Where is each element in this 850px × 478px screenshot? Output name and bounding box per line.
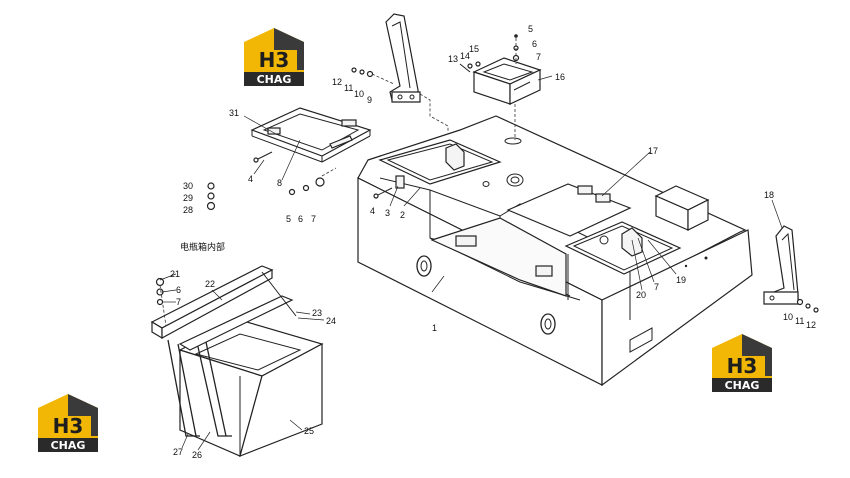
callout-17: 17 <box>648 146 658 156</box>
callout-14: 14 <box>460 51 470 61</box>
bracket-9 <box>385 13 449 132</box>
callout-8: 8 <box>277 178 282 188</box>
callout-23: 23 <box>312 308 322 318</box>
logo-word: CHAG <box>725 379 760 392</box>
callout-6: 6 <box>176 285 181 295</box>
bolt-set-lid <box>288 167 337 196</box>
leader-lines <box>159 75 783 451</box>
callout-10: 10 <box>783 312 793 322</box>
callout-11: 11 <box>795 316 804 326</box>
callout-4: 4 <box>248 174 253 184</box>
callout-4: 4 <box>370 206 375 216</box>
bolt-set-bracket9 <box>351 67 395 85</box>
callout-12: 12 <box>806 320 816 330</box>
callout-3: 3 <box>385 208 390 218</box>
callout-22: 22 <box>205 279 215 289</box>
callout-5: 5 <box>286 214 291 224</box>
callout-10: 10 <box>354 89 364 99</box>
small-box-top <box>654 185 710 231</box>
callout-15: 15 <box>469 44 479 54</box>
brand-logo-right: H3 CHAG <box>712 334 772 392</box>
callout-7: 7 <box>311 214 316 224</box>
callout-16: 16 <box>555 72 565 82</box>
callout-18: 18 <box>764 190 774 200</box>
frame-opening-left <box>378 139 502 185</box>
bolt-set-13 <box>459 61 481 73</box>
brand-logo-top-left: H3 CHAG <box>244 28 304 86</box>
callout-24: 24 <box>326 316 336 326</box>
callout-1: 1 <box>432 323 437 333</box>
callout-numbers: 1 2 3 4 4 8 31 5 6 7 30 29 28 12 11 10 9… <box>170 24 816 460</box>
clamp-bar-22 <box>150 265 297 351</box>
bracket-18 <box>763 225 799 305</box>
callout-29: 29 <box>183 193 193 203</box>
latch-3 <box>373 175 405 199</box>
logo-word: CHAG <box>51 439 86 452</box>
frame-opening-right <box>564 221 682 275</box>
bolt-stack-28 <box>206 182 216 211</box>
logo-mark: H3 <box>259 48 290 72</box>
brand-logo-bottom-left: H3 CHAG <box>38 394 98 452</box>
logo-word: CHAG <box>257 73 292 86</box>
callout-28: 28 <box>183 205 193 215</box>
bolt-set-bracket18 <box>796 298 819 313</box>
screw-lid <box>253 151 273 163</box>
callout-6: 6 <box>532 39 537 49</box>
logo-mark: H3 <box>727 354 758 378</box>
battery-interior-caption: 电瓶箱内部 <box>180 241 225 253</box>
callout-12: 12 <box>332 77 342 87</box>
callout-26: 26 <box>192 450 202 460</box>
callout-7: 7 <box>654 282 659 292</box>
callout-27: 27 <box>173 447 183 457</box>
callout-9: 9 <box>367 95 372 105</box>
callout-20: 20 <box>636 290 646 300</box>
callout-21: 21 <box>170 269 180 279</box>
cover-lid-31 <box>250 107 372 163</box>
callout-6: 6 <box>298 214 303 224</box>
logo-mark: H3 <box>53 414 84 438</box>
callout-13: 13 <box>448 54 458 64</box>
callout-31: 31 <box>229 108 239 118</box>
callout-5: 5 <box>528 24 533 34</box>
callout-11: 11 <box>344 83 353 93</box>
callout-19: 19 <box>676 275 686 285</box>
callout-30: 30 <box>183 181 193 191</box>
callout-25: 25 <box>304 426 314 436</box>
callout-2: 2 <box>400 210 405 220</box>
callout-7: 7 <box>176 297 181 307</box>
enclosure-16 <box>472 57 542 140</box>
bolt-set-box16 <box>512 34 520 64</box>
cover-plate-17 <box>506 183 632 237</box>
callout-7: 7 <box>536 52 541 62</box>
